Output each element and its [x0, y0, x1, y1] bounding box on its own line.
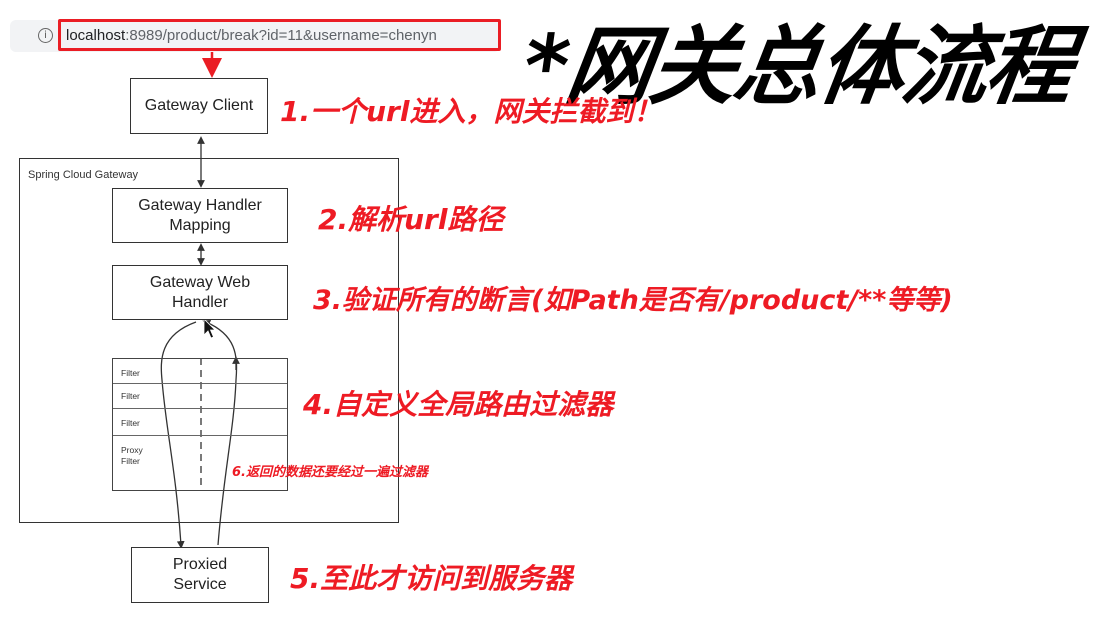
- url-host: localhost: [66, 27, 126, 44]
- handler-mapping-box: Gateway Handler Mapping: [112, 188, 288, 243]
- filter-row: Filter: [113, 359, 287, 384]
- spring-cloud-gateway-container: [19, 158, 399, 523]
- proxy-filter-label-2: Filter: [121, 456, 140, 466]
- proxy-filter-row: Proxy Filter: [113, 435, 287, 491]
- url-path: :8989/product/break?id=11&username=cheny…: [125, 27, 437, 44]
- proxied-service-box: Proxied Service: [131, 547, 269, 603]
- request-flow-curve: [160, 321, 197, 549]
- info-icon[interactable]: i: [38, 28, 53, 43]
- annotation-step6: 6.返回的数据还要经过一遍过滤器: [232, 465, 428, 480]
- annotation-step3: 3.验证所有的断言(如Path是否有/product/**等等): [313, 285, 953, 316]
- web-handler-box: Gateway Web Handler: [112, 265, 288, 320]
- spring-cloud-gateway-label: Spring Cloud Gateway: [28, 169, 139, 181]
- proxy-filter-label-1: Proxy: [121, 445, 143, 455]
- address-bar[interactable]: [10, 20, 500, 52]
- web-handler-line2: Handler: [171, 293, 229, 311]
- web-handler-line1: Gateway Web: [149, 273, 251, 291]
- annotation-step1: 1.一个url进入，网关拦截到！: [280, 95, 662, 128]
- mouse-cursor-icon: [203, 318, 216, 339]
- filter-chain-box: Filter Filter Filter Proxy Filter: [112, 358, 288, 491]
- filter-label: Filter: [121, 418, 140, 428]
- handler-mapping-line1: Gateway Handler: [138, 196, 262, 214]
- proxied-service-line1: Proxied: [172, 556, 228, 573]
- filter-row: Filter: [113, 383, 287, 409]
- url-highlight-box: [58, 19, 501, 51]
- filter-label: Filter: [121, 368, 140, 378]
- gateway-client-box: Gateway Client: [130, 78, 268, 134]
- handler-mapping-line2: Mapping: [169, 216, 231, 234]
- response-flow-curve: [202, 319, 238, 546]
- gateway-client-label: Gateway Client: [144, 97, 254, 114]
- annotation-step2: 2.解析url路径: [318, 203, 504, 236]
- proxied-service-line2: Service: [173, 576, 227, 593]
- filter-label: Filter: [121, 391, 140, 401]
- url-text[interactable]: localhost:8989/product/break?id=11&usern…: [66, 27, 437, 44]
- filter-row: Filter: [113, 408, 287, 436]
- annotation-step5: 5.至此才访问到服务器: [290, 562, 573, 595]
- annotation-step4: 4.自定义全局路由过滤器: [303, 388, 614, 421]
